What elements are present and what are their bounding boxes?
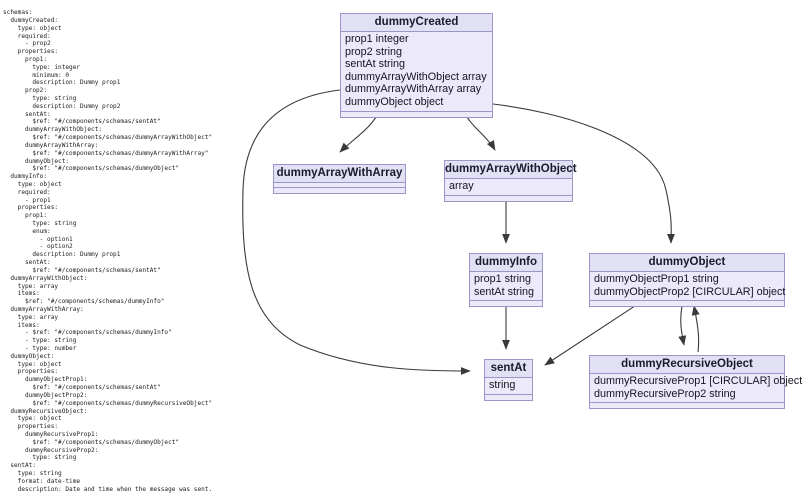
node-row: prop1 integer (345, 33, 409, 45)
edge-dummyCreated-to-sentAt (242, 89, 471, 375)
edge-dummyCreated-to-dummyObject (492, 103, 676, 244)
node-body: dummyObjectProp1 string dummyObjectProp2… (590, 272, 786, 302)
node-dummyArrayWithObject[interactable]: dummyArrayWithObject array (444, 160, 577, 202)
node-dummyObject[interactable]: dummyObject dummyObjectProp1 string dumm… (589, 253, 786, 308)
node-row: string (489, 379, 516, 391)
node-row: prop2 string (345, 45, 403, 58)
node-row: prop1 string (474, 273, 532, 285)
edge-dummyObject-to-sentAt (544, 299, 645, 366)
node-dummyCreated[interactable]: dummyCreated prop1 integer prop2 string … (340, 13, 493, 118)
node-title: dummyInfo (470, 254, 542, 272)
node-row: dummyRecursiveProp1 [CIRCULAR] object (594, 375, 803, 387)
node-row: sentAt string (474, 285, 535, 298)
node-body: prop1 integer prop2 string sentAt string… (341, 32, 492, 112)
node-row: dummyArrayWithArray array (345, 83, 482, 96)
node-row: array (449, 180, 474, 192)
node-footer (445, 195, 572, 201)
node-body: prop1 string sentAt string (470, 272, 542, 302)
diagram-edges (242, 89, 700, 375)
node-dummyRecursiveObject[interactable]: dummyRecursiveObject dummyRecursiveProp1… (589, 355, 803, 410)
node-title: sentAt (485, 360, 532, 378)
node-footer (590, 301, 784, 307)
node-title: dummyObject (590, 254, 784, 272)
edge-dummyRecursiveObject-to-dummyObject (691, 305, 700, 353)
node-row: dummyObject object (345, 95, 444, 108)
node-row: dummyRecursiveProp2 string (594, 387, 736, 400)
node-footer (485, 394, 532, 400)
node-body: array (445, 179, 572, 196)
node-row: sentAt string (345, 58, 406, 71)
node-dummyInfo[interactable]: dummyInfo prop1 string sentAt string (469, 253, 543, 308)
node-row: dummyObjectProp2 [CIRCULAR] object (594, 285, 786, 298)
node-row: dummyObjectProp1 string (594, 273, 719, 285)
node-body: dummyRecursiveProp1 [CIRCULAR] object du… (590, 374, 803, 404)
node-row: dummyArrayWithObject array (345, 70, 487, 83)
node-body (274, 183, 405, 188)
node-title: dummyArrayWithObject (445, 161, 577, 179)
node-title: dummyRecursiveObject (590, 356, 784, 374)
node-footer (470, 301, 542, 307)
node-footer (341, 111, 492, 117)
class-diagram: dummyCreated prop1 integer prop2 string … (242, 13, 803, 410)
schema-diagram-page: schemas: dummyCreated: type: object requ… (3, 9, 803, 493)
node-body: string (485, 378, 532, 395)
node-dummyArrayWithArray[interactable]: dummyArrayWithArray (273, 164, 406, 194)
node-footer (590, 403, 784, 409)
node-footer (274, 188, 405, 193)
node-title: dummyCreated (341, 14, 492, 32)
node-title: dummyArrayWithArray (274, 165, 405, 183)
node-sentAt[interactable]: sentAt string (484, 359, 533, 401)
